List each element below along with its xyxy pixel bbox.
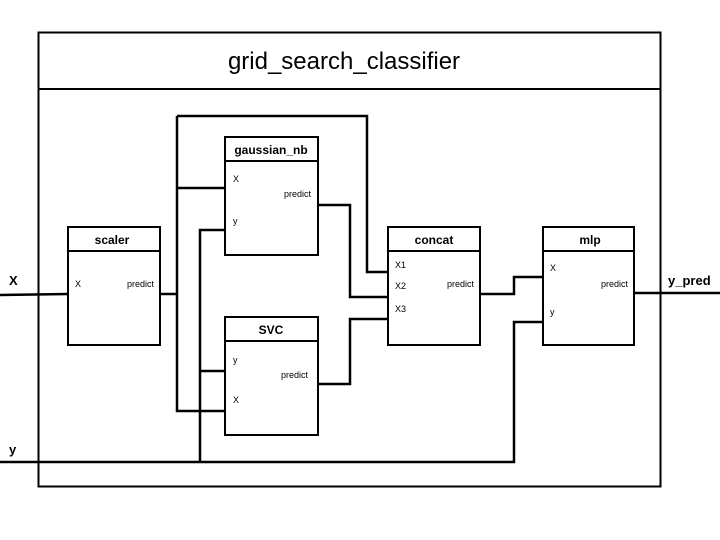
block-mlp: mlp X predict y <box>542 226 635 346</box>
port-gaussian-nb-predict: predict <box>284 189 312 199</box>
wire-gnb-concat-x2 <box>307 203 388 299</box>
block-concat: concat X1 X2 predict X3 <box>387 226 481 346</box>
port-svc-predict: predict <box>281 370 309 380</box>
block-svc-frame <box>224 316 319 436</box>
input-x-label: X <box>9 273 18 288</box>
block-scaler: scaler X predict <box>67 226 161 346</box>
wire-x-bus <box>175 116 225 413</box>
block-gaussian-nb-title: gaussian_nb <box>234 143 307 157</box>
port-concat-x3: X3 <box>395 304 406 314</box>
port-gaussian-nb-x: X <box>233 174 239 184</box>
port-mlp-y: y <box>550 307 555 317</box>
port-svc-x: X <box>233 395 239 405</box>
port-concat-x1: X1 <box>395 260 406 270</box>
wire-concat-mlp <box>480 275 543 296</box>
port-scaler-x: X <box>75 279 81 289</box>
block-svc-title: SVC <box>259 323 284 337</box>
diagram-title: grid_search_classifier <box>228 48 460 75</box>
port-gaussian-nb-y: y <box>233 216 238 226</box>
block-gaussian-nb-frame <box>224 136 319 256</box>
connections <box>0 114 720 464</box>
block-svc: SVC y predict X <box>224 316 319 436</box>
port-concat-predict: predict <box>447 279 475 289</box>
port-mlp-x: X <box>550 263 556 273</box>
port-svc-y: y <box>233 355 238 365</box>
block-mlp-frame <box>542 226 635 346</box>
wire-y-bus <box>0 320 543 464</box>
wire-x-in-scaler <box>0 292 69 297</box>
wire-y-gnb <box>198 228 225 462</box>
output-y-pred-label: y_pred <box>668 273 711 288</box>
wire-bus-concat-x1 <box>177 114 388 274</box>
outer-container: grid_search_classifier <box>37 31 662 488</box>
input-y-label: y <box>9 442 17 457</box>
port-mlp-predict: predict <box>601 279 629 289</box>
wire-svc-concat-x3 <box>307 317 388 386</box>
block-concat-frame <box>387 226 481 346</box>
outer-frame <box>37 31 662 488</box>
block-mlp-title: mlp <box>579 233 600 247</box>
block-scaler-title: scaler <box>95 233 130 247</box>
port-concat-x2: X2 <box>395 281 406 291</box>
port-scaler-predict: predict <box>127 279 155 289</box>
block-scaler-frame <box>67 226 161 346</box>
block-gaussian-nb: gaussian_nb X predict y <box>224 136 319 256</box>
block-concat-title: concat <box>415 233 454 247</box>
